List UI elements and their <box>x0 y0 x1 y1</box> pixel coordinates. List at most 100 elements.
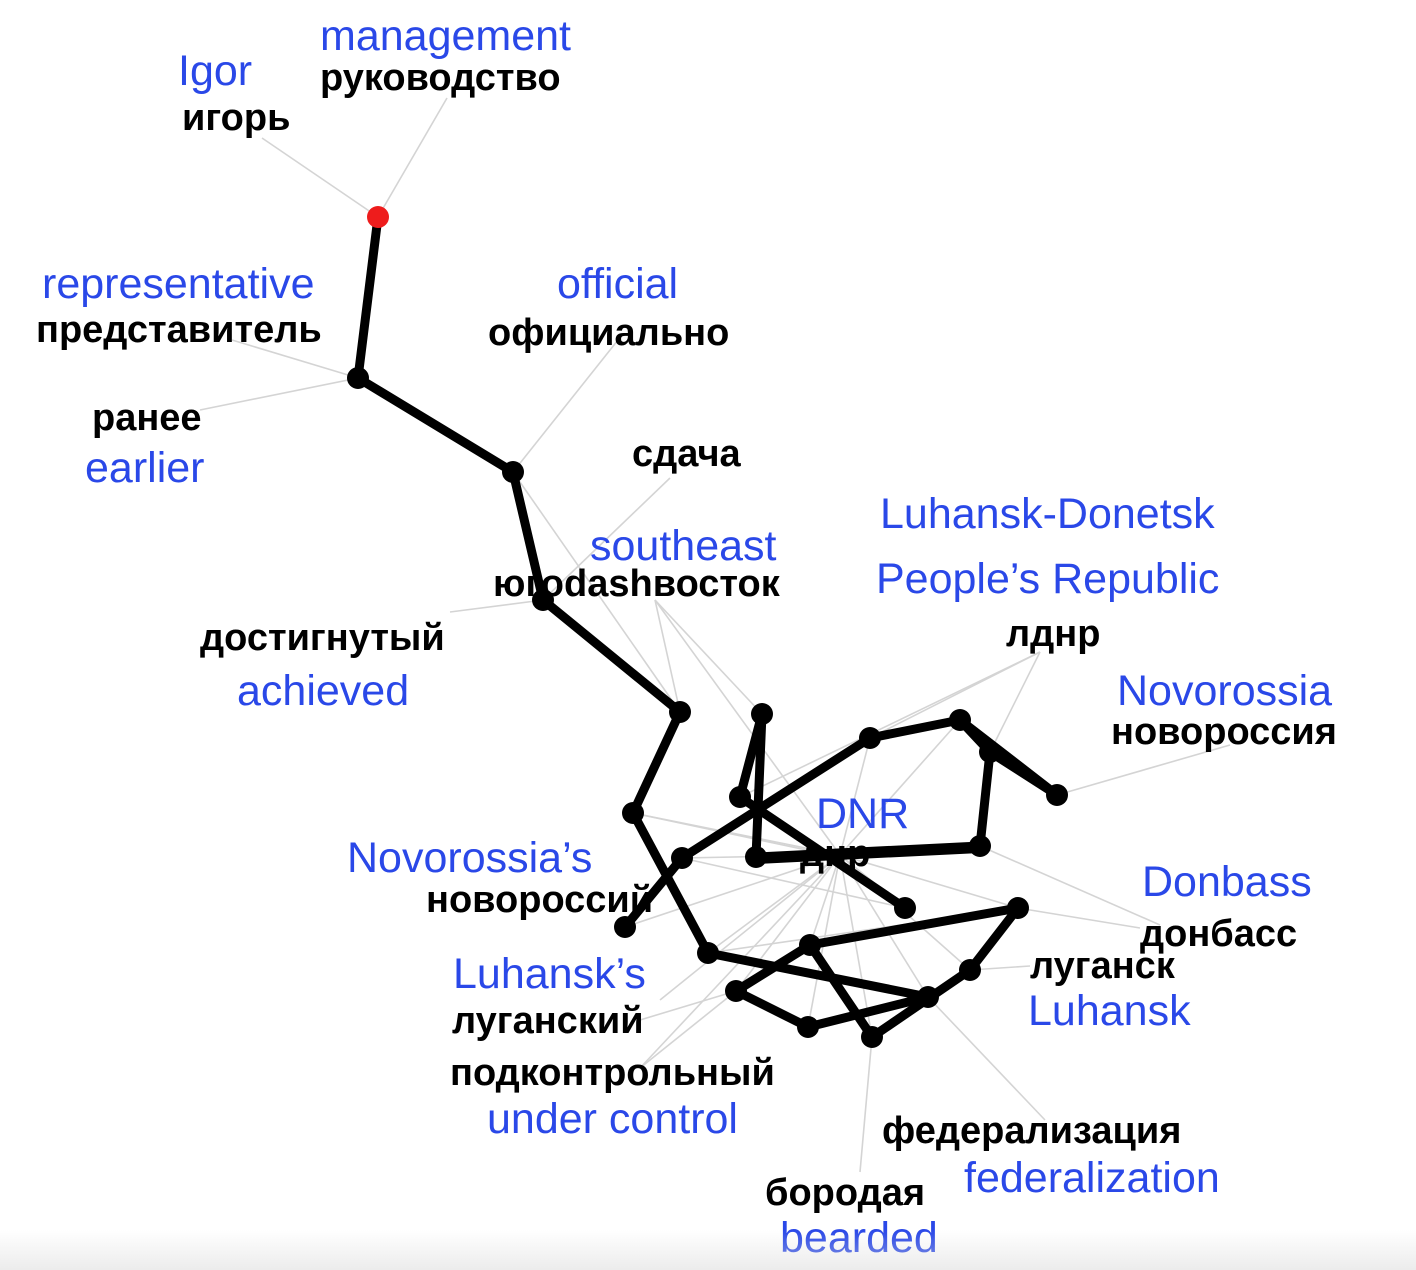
thin-edge <box>261 137 379 218</box>
label-earlier-en: earlier <box>85 444 205 492</box>
thin-edge <box>735 854 841 992</box>
label-representative-en: representative <box>42 260 315 308</box>
thin-edge <box>989 651 1041 753</box>
thin-edge <box>231 339 359 379</box>
label-management-ru: руководство <box>320 57 561 99</box>
thin-edge <box>809 854 841 946</box>
thin-edge <box>654 599 763 715</box>
label-federalization-ru: федерализация <box>882 1110 1181 1152</box>
graph-node <box>959 959 981 981</box>
label-earlier-ru: ранее <box>92 397 202 439</box>
label-novorossia-en: Novorossia <box>1117 667 1332 715</box>
thin-edge <box>639 990 737 1069</box>
label-lpr-en-2: People’s Republic <box>876 555 1219 603</box>
nodes <box>347 206 1068 1048</box>
label-southeast-dash: dash <box>564 563 653 605</box>
graph-node <box>1046 784 1068 806</box>
label-igor-ru: игорь <box>182 97 290 139</box>
label-dnr-en: DNR <box>816 790 909 838</box>
label-achieved-en: achieved <box>237 667 409 715</box>
thin-edge <box>839 854 1019 909</box>
label-undercontrol-en: under control <box>487 1095 738 1143</box>
thick-edge <box>538 595 685 717</box>
graph-node <box>745 846 767 868</box>
graph-node <box>894 897 916 919</box>
graph-node <box>729 786 751 808</box>
thin-edge <box>624 854 841 928</box>
root-node <box>367 206 389 228</box>
label-southeast-ru-part2: восток <box>653 563 781 605</box>
thick-edge <box>751 841 985 862</box>
label-donbass-ru: донбасс <box>1140 913 1297 955</box>
label-southeast-en: southeast <box>590 522 777 570</box>
thick-edge <box>620 853 687 932</box>
thin-edge <box>1017 907 1141 929</box>
label-southeast-ru: югоdashвосток <box>493 563 781 605</box>
graph-node <box>917 986 939 1008</box>
graph-node <box>949 709 971 731</box>
label-luhansk-en: Luhansk <box>1028 987 1191 1035</box>
thick-edge <box>703 948 933 1002</box>
thick-edge <box>353 373 518 477</box>
thick-edge <box>965 903 1023 975</box>
thick-edge <box>975 747 995 851</box>
label-novorossia-ru: новороссия <box>1111 711 1337 753</box>
label-lpr-ru: лднр <box>1006 613 1100 655</box>
label-undercontrol-ru: подконтрольный <box>450 1052 775 1094</box>
thin-edge <box>199 377 359 411</box>
graph-node <box>799 934 821 956</box>
label-luhansks-ru: луганский <box>452 1000 644 1042</box>
label-southeast-ru-part1: юго <box>493 563 564 605</box>
graph-node <box>751 703 773 725</box>
thick-edge <box>803 992 933 1032</box>
graph-node <box>861 1026 883 1048</box>
thin-edge <box>639 990 737 1021</box>
thin-edge <box>927 996 1046 1121</box>
graph-node <box>859 727 881 749</box>
label-official-en: official <box>557 260 678 308</box>
label-donbass-en: Donbass <box>1142 858 1312 906</box>
thick-edge <box>865 715 965 743</box>
thin-edge <box>839 854 873 1038</box>
thin-edge <box>1056 744 1231 796</box>
thick-edge <box>628 707 685 818</box>
graph-node <box>671 847 693 869</box>
thin-edge <box>979 845 1161 926</box>
thick-edge <box>677 733 875 863</box>
graph-node <box>979 741 1001 763</box>
labels: Igor игорь management руководство repres… <box>36 12 1337 1262</box>
thick-edges <box>353 212 1062 1042</box>
graph-node <box>502 461 524 483</box>
thin-edge <box>654 599 841 856</box>
label-igor-en: Igor <box>178 47 252 95</box>
thick-edge <box>805 903 1023 950</box>
thick-edge <box>751 709 767 862</box>
label-official-ru: официально <box>488 312 729 354</box>
label-novorossias-en: Novorossia’s <box>347 834 592 882</box>
label-novorossias-ru: новороссий <box>426 879 653 921</box>
thin-edge <box>512 471 681 713</box>
graph-node <box>669 701 691 723</box>
graph-node <box>797 1016 819 1038</box>
label-lpr-en-1: Luhansk-Donetsk <box>880 490 1215 538</box>
graph-node <box>1007 897 1029 919</box>
thick-edge <box>735 709 767 802</box>
thin-edge <box>839 737 871 856</box>
graph-node <box>347 367 369 389</box>
thin-edge <box>632 812 841 856</box>
thick-edge <box>731 986 813 1032</box>
graph-node <box>532 589 554 611</box>
thin-edge <box>859 1036 873 1173</box>
thin-edge <box>707 854 841 954</box>
label-federalization-en: federalization <box>964 1154 1220 1202</box>
label-management-en: management <box>320 12 571 60</box>
thick-edge <box>735 792 910 913</box>
thick-edge <box>731 940 815 996</box>
label-luhansk-ru: луганск <box>1030 945 1176 987</box>
label-achieved-ru: достигнутый <box>200 617 445 659</box>
graph-node <box>697 942 719 964</box>
thin-edge <box>377 97 448 218</box>
thin-edge <box>839 719 961 856</box>
thick-edge <box>754 849 982 864</box>
